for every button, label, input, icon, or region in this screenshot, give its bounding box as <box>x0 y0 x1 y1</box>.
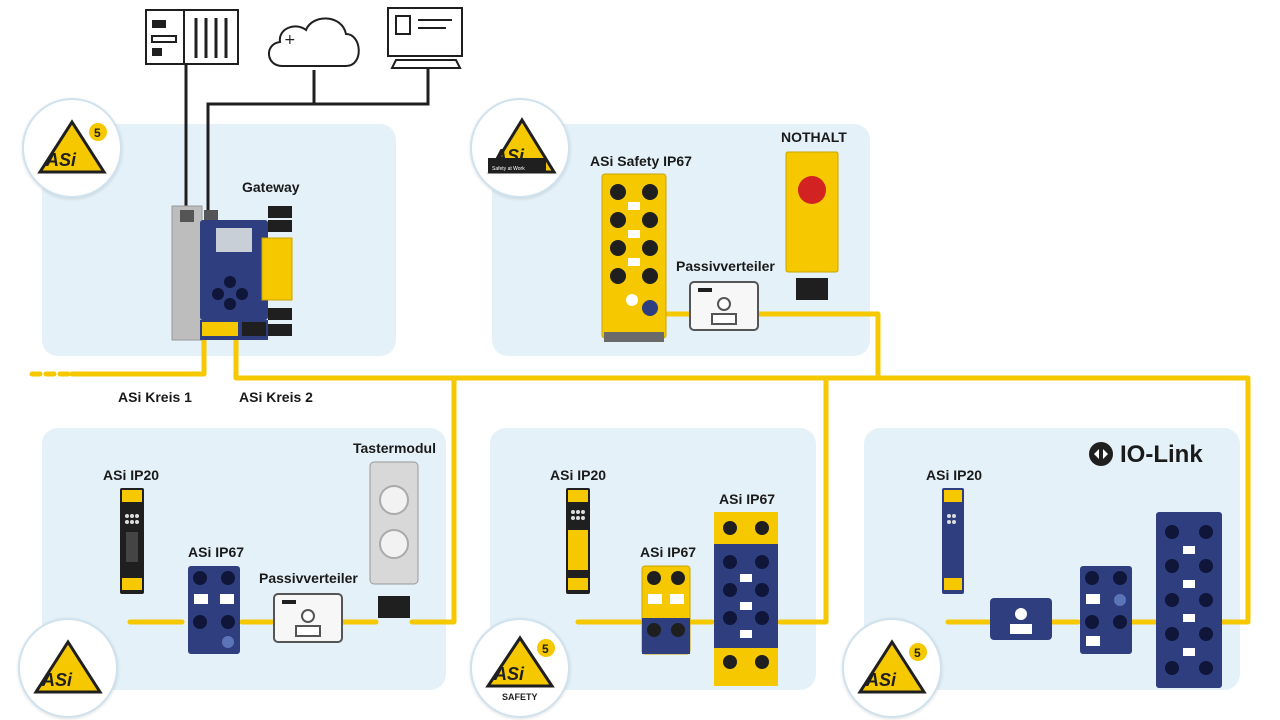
asi-safety-5-logo-icon: ASi 5 SAFETY <box>485 635 555 702</box>
asi-safety-at-work-logo: ASi Safety at Work <box>470 98 570 198</box>
asi-triangle-logo-icon: ASi <box>33 639 103 694</box>
left-asi-ip20-label: ASi IP20 <box>103 467 160 483</box>
io-link-logo-icon <box>1089 442 1113 466</box>
svg-text:Safety at Work: Safety at Work <box>492 166 525 172</box>
svg-text:ASi: ASi <box>41 670 73 690</box>
plc-icon <box>145 9 239 65</box>
network-line <box>206 66 430 214</box>
asi-safety-ip67-label: ASi Safety IP67 <box>590 153 692 169</box>
svg-text:ASi: ASi <box>493 146 525 166</box>
right-io-link-master-box <box>990 598 1052 640</box>
network-lines <box>184 64 430 214</box>
asi-kreis-2-label: ASi Kreis 2 <box>239 389 313 405</box>
nothalt-label: NOTHALT <box>781 129 847 145</box>
asi-kreis-1-label: ASi Kreis 1 <box>118 389 192 405</box>
right-io-link-module-large <box>1156 512 1222 688</box>
safety-passivverteiler-box <box>689 281 759 331</box>
svg-text:ASi: ASi <box>493 664 525 684</box>
kreis1-line <box>69 335 207 377</box>
svg-text:ASi: ASi <box>865 670 897 690</box>
svg-text:5: 5 <box>914 646 921 660</box>
mid-asi-ip67-small-label: ASi IP67 <box>640 544 697 560</box>
branch-mid <box>777 375 829 625</box>
mid-asi-ip67-large-label: ASi IP67 <box>719 491 776 507</box>
safety-passivverteiler-label: Passivverteiler <box>676 258 775 274</box>
cloud-icon: + <box>268 17 360 67</box>
mid-asi-ip20-label: ASi IP20 <box>550 467 607 483</box>
gateway-label: Gateway <box>242 179 300 195</box>
asi-lines <box>29 311 1251 625</box>
tastermodul-device <box>369 461 419 618</box>
branch-left <box>409 375 457 625</box>
right-asi-ip20-label: ASi IP20 <box>926 467 983 483</box>
left-passivverteiler-box <box>273 593 343 643</box>
svg-text:+: + <box>284 32 296 48</box>
left-passivverteiler-label: Passivverteiler <box>259 570 358 586</box>
mid-asi-ip67-large-module <box>714 512 778 686</box>
left-asi-ip67-label: ASi IP67 <box>188 544 245 560</box>
asi-5-logo-bottom-right: ASi 5 <box>842 618 942 718</box>
svg-text:5: 5 <box>94 126 101 140</box>
asi-safety-5-logo: ASi 5 SAFETY <box>470 618 570 718</box>
svg-text:5: 5 <box>542 642 549 656</box>
emergency-stop-device <box>785 151 839 300</box>
asi-logo-gateway: ASi 5 <box>22 98 122 198</box>
asi-triangle-logo-icon: ASi 5 <box>37 119 107 174</box>
tastermodul-label: Tastermodul <box>353 440 436 456</box>
mid-asi-ip67-small-module <box>641 565 691 655</box>
computer-monitor-icon <box>387 7 463 69</box>
svg-text:SAFETY: SAFETY <box>502 692 538 702</box>
io-link-brand: IO-Link <box>1120 441 1203 468</box>
left-asi-ip67-module <box>188 566 240 654</box>
asi-triangle-logo-icon: ASi 5 <box>857 639 927 694</box>
svg-text:ASi: ASi <box>45 150 77 170</box>
gateway-device <box>171 205 293 341</box>
left-asi-ip20-module <box>120 488 144 594</box>
right-asi-ip20-module <box>942 488 964 594</box>
right-io-link-module-small <box>1080 566 1132 654</box>
mid-asi-ip20-module <box>566 488 590 594</box>
asi-safety-ip67-module <box>601 173 667 342</box>
asi-safety-triangle-logo-icon: ASi Safety at Work <box>487 117 557 174</box>
kreis2-main <box>233 335 1251 625</box>
asi-logo-bottom-left: ASi <box>18 618 118 718</box>
